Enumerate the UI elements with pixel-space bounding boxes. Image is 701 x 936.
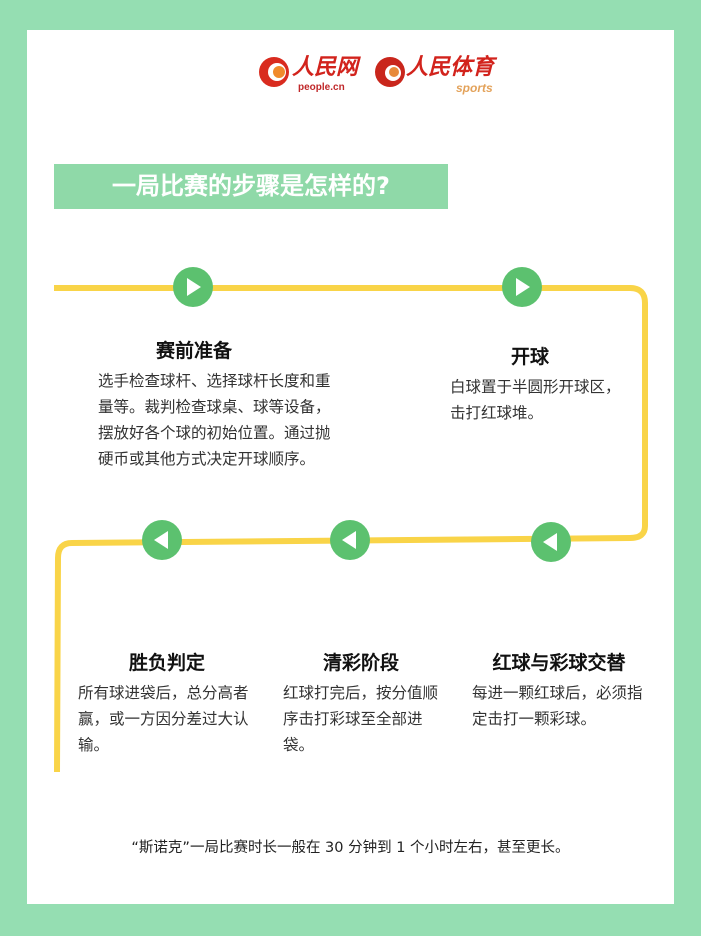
node-2-play-icon: [502, 267, 542, 307]
footer-note: “斯诺克”一局比赛时长一般在 30 分钟到 1 个小时左右，甚至更长。: [131, 840, 570, 856]
section-title: 一局比赛的步骤是怎样的?: [54, 164, 448, 209]
node-5-back-icon: [142, 520, 182, 560]
step-text-alternate: 每进一颗红球后，必须指定击打一颗彩球。: [472, 684, 643, 728]
step-title-break: 开球: [510, 346, 549, 368]
step-text-break: 白球置于半圆形开球区，击打红球堆。: [450, 378, 621, 422]
sports-logo-text: 人民体育: [406, 54, 495, 80]
step-text-result: 所有球进袋后，总分高者赢，或一方因分差过大认输。: [78, 684, 249, 754]
step-text-clear: 红球打完后，按分值顺序击打彩球至全部进袋。: [283, 684, 439, 754]
step-title-alternate: 红球与彩球交替: [492, 652, 626, 674]
node-1-play-icon: [173, 267, 213, 307]
node-4-back-icon: [330, 520, 370, 560]
step-title-prep: 赛前准备: [155, 340, 232, 362]
step-text-prep: 选手检查球杆、选择球杆长度和重量等。裁判检查球桌、球等设备，摆放好各个球的初始位…: [98, 372, 331, 468]
people-logo-text: 人民网: [292, 54, 359, 80]
people-logo-icon: [259, 57, 289, 87]
sports-logo-icon: [375, 57, 405, 87]
people-logo-sub: people.cn: [298, 82, 345, 93]
node-3-back-icon: [531, 522, 571, 562]
step-title-clear: 清彩阶段: [322, 652, 399, 674]
sports-logo-sub: sports: [456, 81, 493, 95]
step-title-result: 胜负判定: [128, 652, 205, 674]
